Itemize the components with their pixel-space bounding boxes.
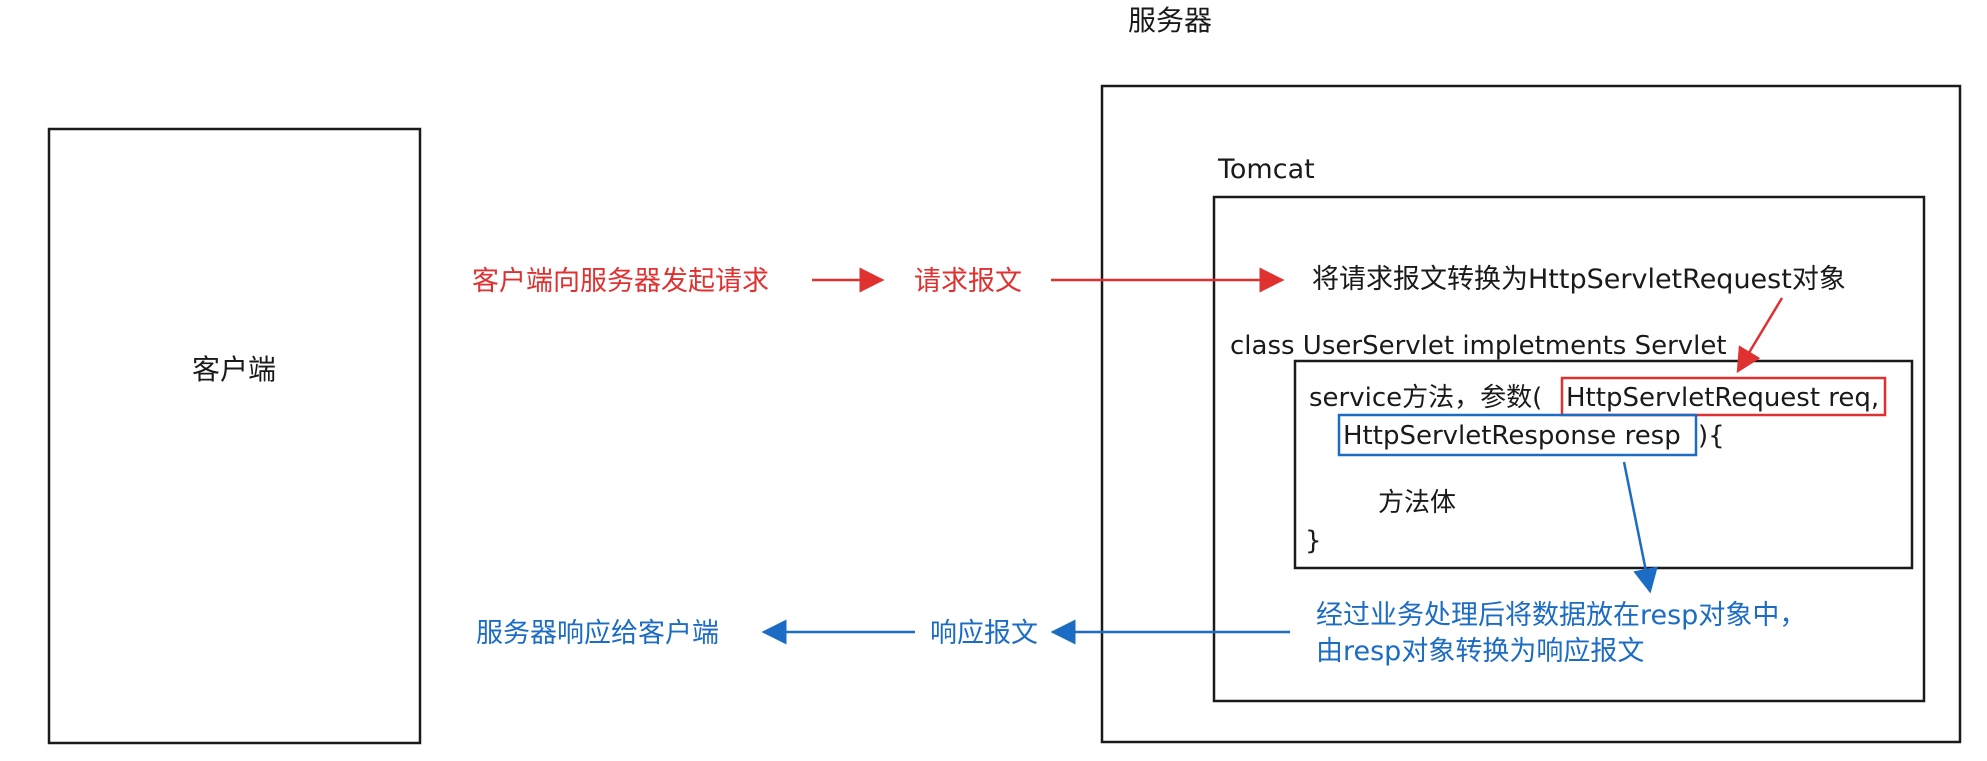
servlet-class-declaration: class UserServlet impletments Servlet: [1230, 331, 1727, 361]
request-object-arrow: [1736, 297, 1784, 374]
request-conversion: 将请求报文转换为HttpServletRequest对象: [1312, 264, 1846, 295]
response-processing-line-1: 经过业务处理后将数据放在resp对象中，: [1316, 600, 1806, 631]
request-param: HttpServletRequest req,: [1566, 383, 1879, 413]
method-close-brace: }: [1305, 526, 1322, 556]
request-param-highlight: [1560, 376, 1887, 417]
client-label: 客户端: [192, 353, 276, 386]
service-method-box: [1293, 359, 1914, 570]
param-suffix: ){: [1698, 421, 1725, 451]
service-method-prefix: service方法，参数(: [1309, 383, 1542, 413]
response-description: 服务器响应给客户端: [476, 618, 719, 649]
request-message: 请求报文: [914, 266, 1022, 297]
tomcat-label: Tomcat: [1217, 154, 1315, 185]
response-param: HttpServletResponse resp: [1343, 421, 1681, 451]
tomcat-box: [1212, 195, 1926, 703]
client-box: [47, 127, 422, 745]
server-title: 服务器: [1128, 4, 1212, 37]
method-body: 方法体: [1378, 488, 1456, 518]
request-description: 客户端向服务器发起请求: [472, 266, 769, 297]
response-param-highlight: [1337, 413, 1698, 457]
response-object-arrow: [1622, 461, 1658, 594]
server-box: [1100, 84, 1962, 744]
response-processing-line-2: 由resp对象转换为响应报文: [1316, 636, 1644, 667]
response-message: 响应报文: [930, 618, 1038, 649]
